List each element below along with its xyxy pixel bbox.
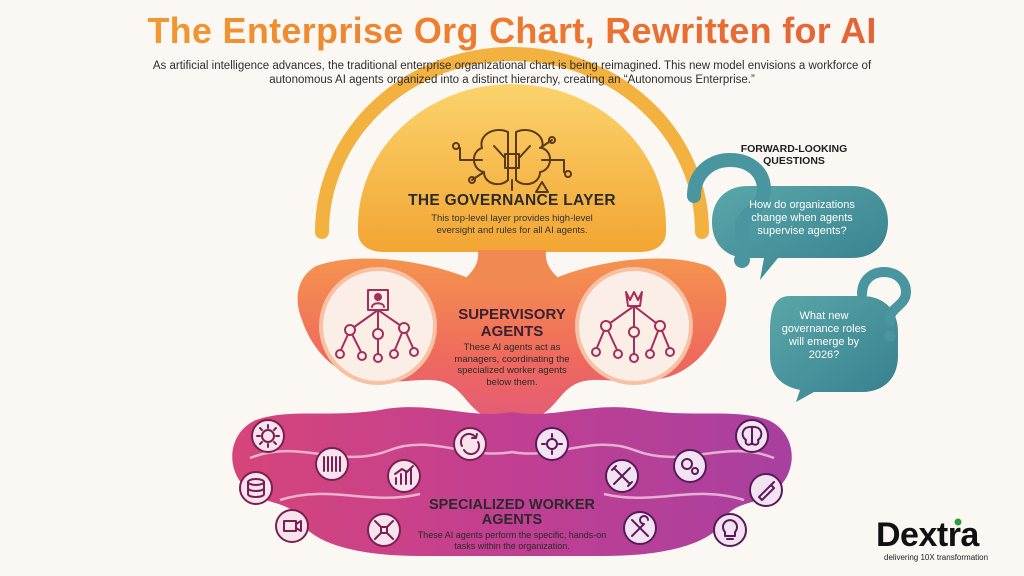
camera-icon xyxy=(275,509,309,543)
supervisory-description: These AI agents act as managers, coordin… xyxy=(454,342,570,388)
wrench-icon xyxy=(623,511,657,545)
network-icon xyxy=(367,513,401,547)
pen-tool-icon xyxy=(749,473,783,507)
manager-network-icon xyxy=(335,289,419,363)
question-2-text: What new governance roles will emerge by… xyxy=(781,310,867,361)
barcode-icon xyxy=(315,447,349,481)
workers-description: These AI agents perform the specific, ha… xyxy=(417,530,607,551)
bar-chart-icon xyxy=(387,459,421,493)
question-1-text: How do organizations change when agents … xyxy=(749,199,855,237)
dextra-logo-mark xyxy=(954,518,962,526)
question-mark-2 xyxy=(857,266,912,342)
brand-logo: Dextra xyxy=(876,516,979,554)
crown-network-icon xyxy=(591,291,675,363)
lightbulb-icon xyxy=(713,513,747,547)
refresh-brain-icon xyxy=(453,427,487,461)
brand-tagline: delivering 10X transformation xyxy=(884,553,989,562)
supervisory-title: SUPERVISORY AGENTS xyxy=(458,306,566,340)
governance-description: This top-level layer provides high-level… xyxy=(431,213,593,236)
database-icon xyxy=(239,471,273,505)
governance-title: THE GOVERNANCE LAYER xyxy=(408,192,616,209)
workers-title: SPECIALIZED WORKER AGENTS xyxy=(429,497,595,528)
question-mark-1 xyxy=(687,152,772,268)
tools-icon xyxy=(605,459,639,493)
page-subtitle: As artificial intelligence advances, the… xyxy=(152,60,872,86)
brain-icon xyxy=(735,419,769,453)
gear-chip-icon xyxy=(251,419,285,453)
governance-connector xyxy=(452,250,572,290)
brain-circuit-icon xyxy=(452,129,572,193)
gear-network-icon xyxy=(535,427,569,461)
page-title: The Enterprise Org Chart, Rewritten for … xyxy=(0,10,1024,52)
questions-title: FORWARD-LOOKING QUESTIONS xyxy=(740,143,848,167)
gears-icon xyxy=(673,449,707,483)
question-bubble-2 xyxy=(770,296,898,402)
